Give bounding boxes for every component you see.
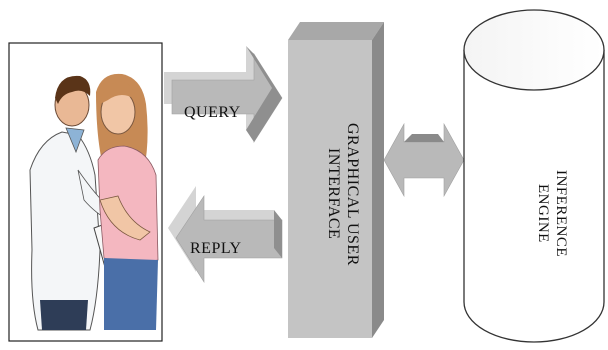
bidirectional-arrow <box>383 122 465 198</box>
user-picture-box <box>8 42 163 342</box>
gui-panel <box>288 22 384 338</box>
query-label: QUERY <box>184 104 241 121</box>
reply-label: REPLY <box>190 240 242 257</box>
inference-engine-cylinder <box>463 9 605 343</box>
engine-label: INFERENCE ENGINE <box>535 169 569 257</box>
doctor-patient-illustration-icon <box>29 73 159 331</box>
query-arrow <box>164 46 283 144</box>
gui-label: GRAPHICAL USER INTERFACE <box>324 122 361 266</box>
reply-arrow <box>168 186 283 284</box>
